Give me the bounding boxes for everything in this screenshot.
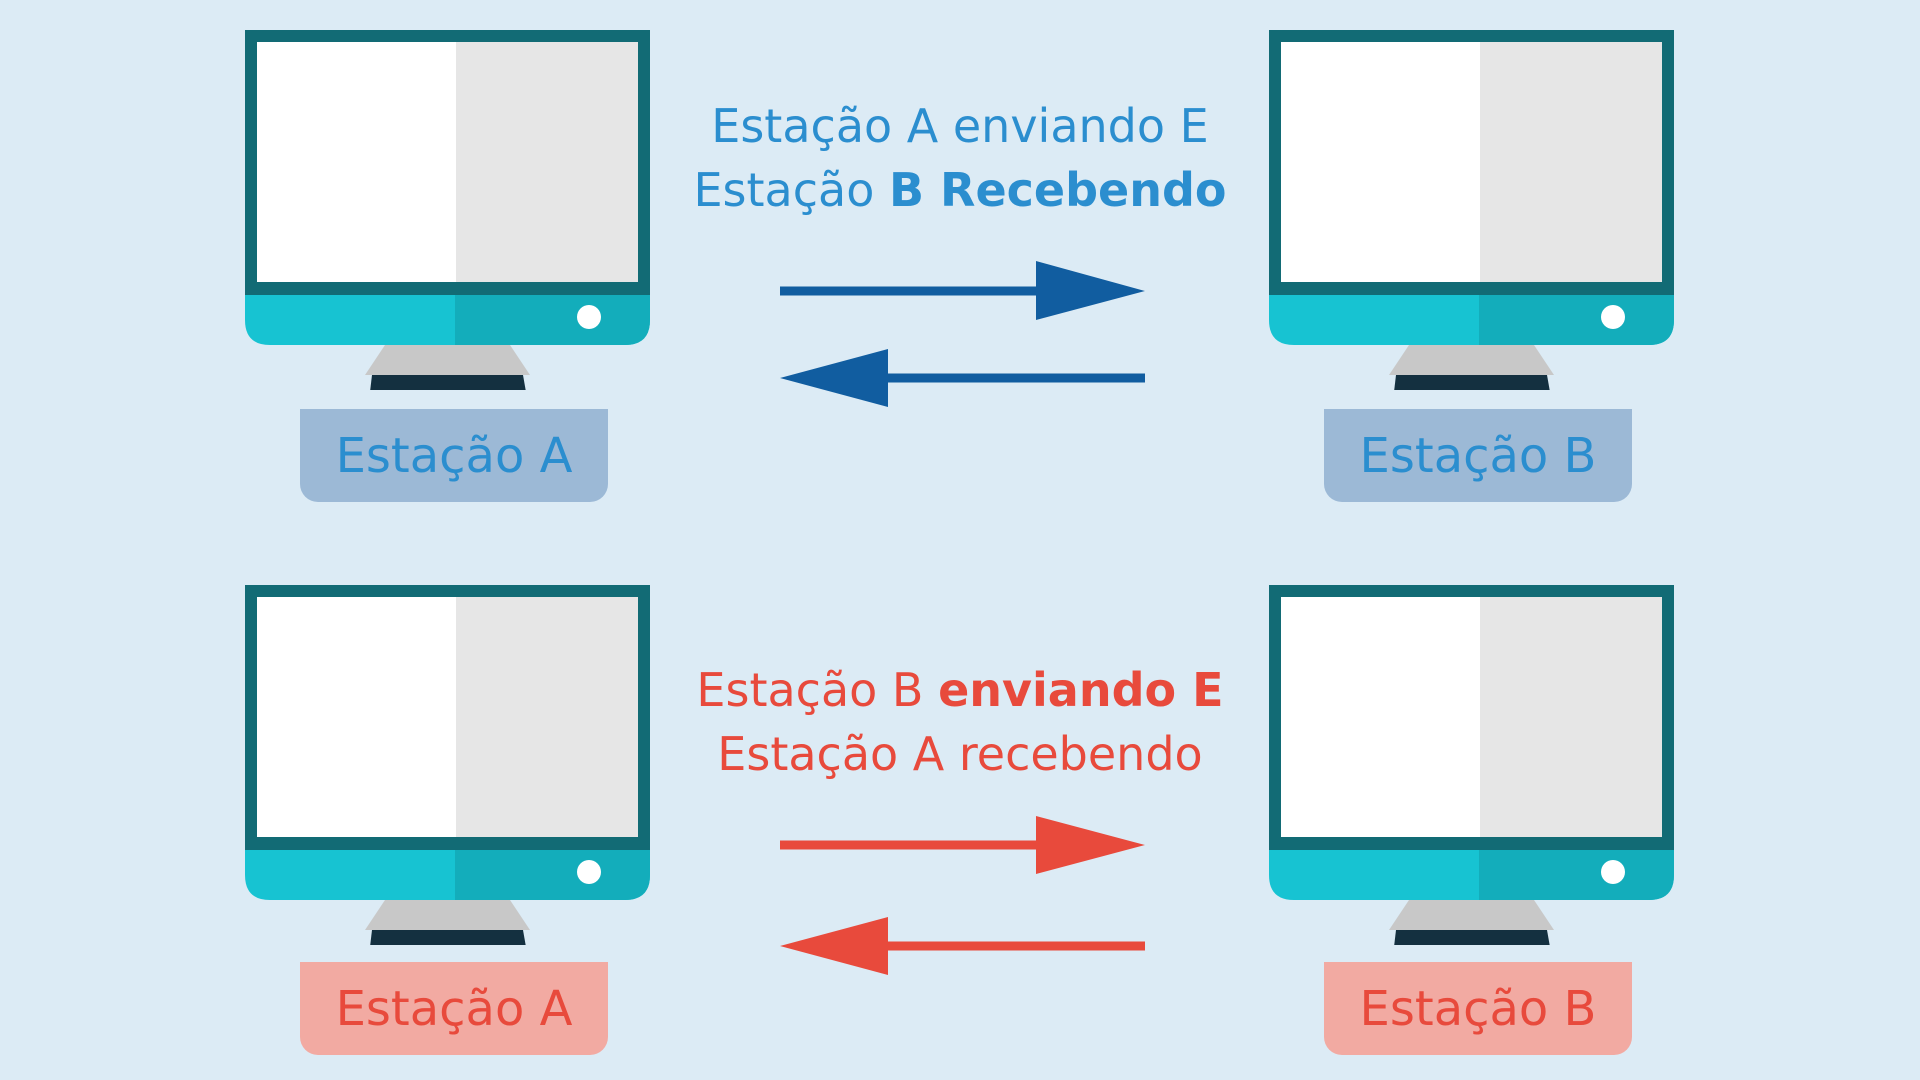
caption-top-line2: Estação B Recebendo: [660, 158, 1260, 222]
caption-top-line2-bold: B Recebendo: [888, 163, 1227, 217]
arrow-right-bottom: [780, 816, 1145, 874]
arrow-right-top: [780, 261, 1145, 320]
caption-bottom: Estação B enviando E Estação A recebendo: [660, 658, 1260, 786]
station-b-label-text: Estação B: [1359, 427, 1597, 484]
station-a-label-top: Estação A: [300, 409, 608, 502]
caption-top: Estação A enviando E Estação B Recebendo: [660, 94, 1260, 222]
caption-bottom-line2: Estação A recebendo: [717, 727, 1203, 781]
station-a-label-text: Estação A: [335, 427, 573, 484]
caption-top-line2-normal: Estação: [693, 163, 889, 217]
caption-bottom-line1-bold: enviando E: [938, 663, 1224, 717]
station-a-label-bottom: Estação A: [300, 962, 608, 1055]
station-b-label-text: Estação B: [1359, 980, 1597, 1037]
station-b-label-top: Estação B: [1324, 409, 1632, 502]
station-a-label-text: Estação A: [335, 980, 573, 1037]
caption-bottom-line1: Estação B enviando E: [660, 658, 1260, 722]
arrow-left-top: [780, 349, 1145, 407]
arrow-left-bottom: [780, 917, 1145, 975]
caption-top-line1: Estação A enviando E: [711, 99, 1209, 153]
station-b-label-bottom: Estação B: [1324, 962, 1632, 1055]
caption-bottom-line1-normal: Estação B: [696, 663, 939, 717]
